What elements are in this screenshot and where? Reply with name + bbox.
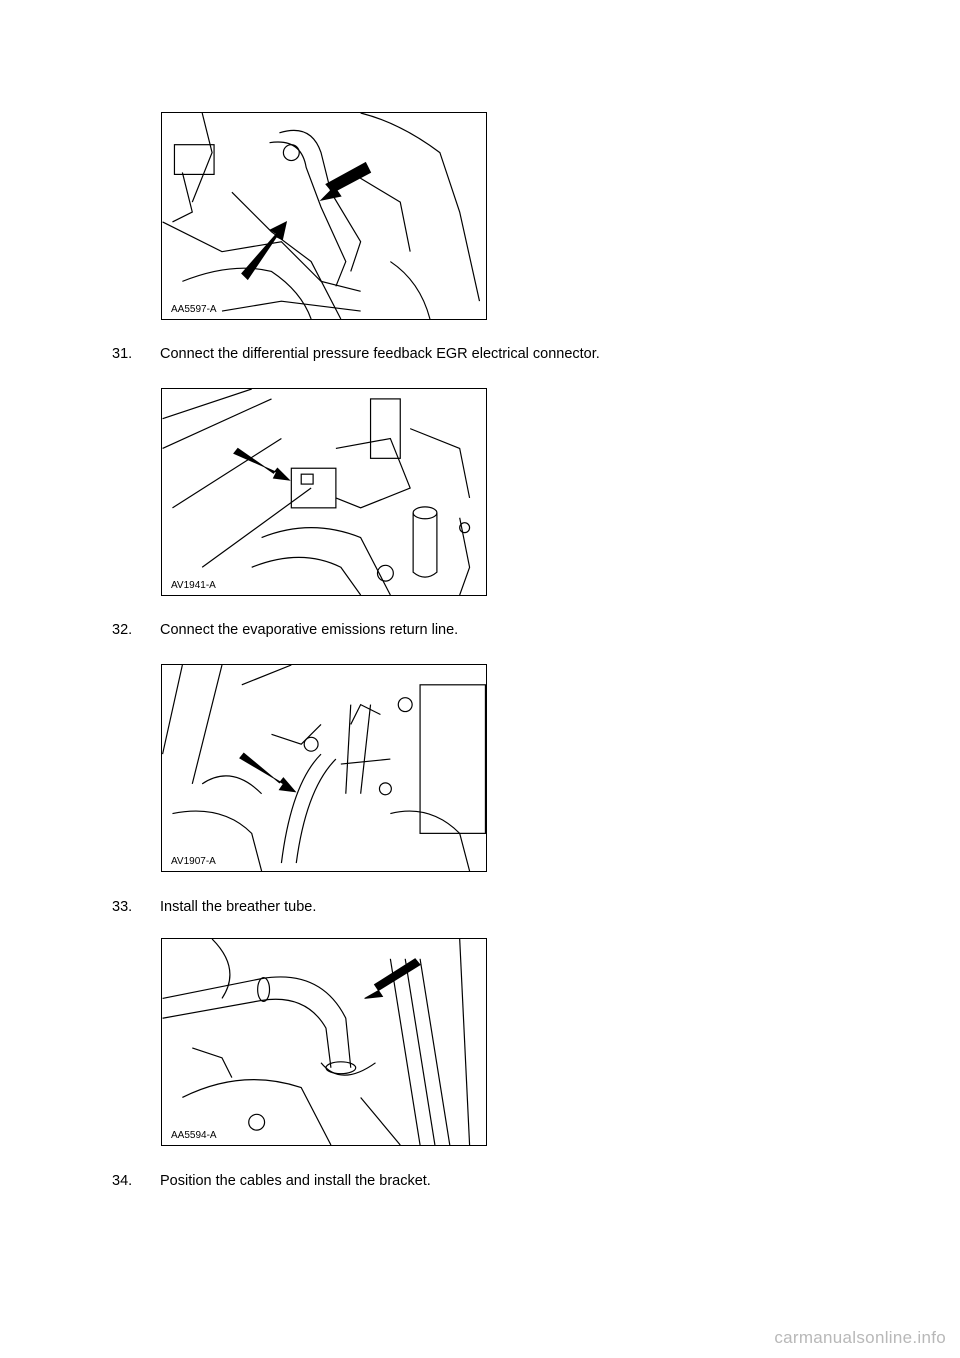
figure-av1907: AV1907-A — [161, 664, 487, 872]
return-line-illustration — [162, 665, 486, 871]
step-number: 34. — [112, 1173, 133, 1189]
step-text: Connect the evaporative emissions return… — [160, 622, 459, 638]
step-32: 32. Connect the evaporative emissions ret… — [112, 621, 458, 639]
figure-code: AA5594-A — [170, 1130, 218, 1141]
figure-aa5597: AA5597-A — [161, 112, 487, 320]
step-text: Install the breather tube. — [160, 899, 317, 915]
figure-av1941: AV1941-A — [161, 388, 487, 596]
breather-tube-illustration — [162, 939, 471, 1145]
figure-code: AV1941-A — [170, 580, 217, 591]
step-number: 33. — [112, 899, 133, 915]
step-31: 31. Connect the differential pressure fee… — [112, 345, 600, 363]
figure-code: AA5597-A — [170, 304, 218, 315]
step-text: Connect the differential pressure feedba… — [160, 346, 600, 362]
step-text: Position the cables and install the brac… — [160, 1173, 431, 1189]
engine-hose-illustration — [162, 113, 481, 319]
step-number: 32. — [112, 622, 133, 638]
electrical-connector-illustration — [162, 389, 471, 595]
figure-aa5594: AA5594-A — [161, 938, 487, 1146]
step-33: 33. Install the breather tube. — [112, 898, 316, 916]
watermark: carmanualsonline.info — [774, 1328, 946, 1347]
step-34: 34. Position the cables and install the b… — [112, 1172, 431, 1190]
step-number: 31. — [112, 346, 133, 362]
figure-code: AV1907-A — [170, 856, 217, 867]
